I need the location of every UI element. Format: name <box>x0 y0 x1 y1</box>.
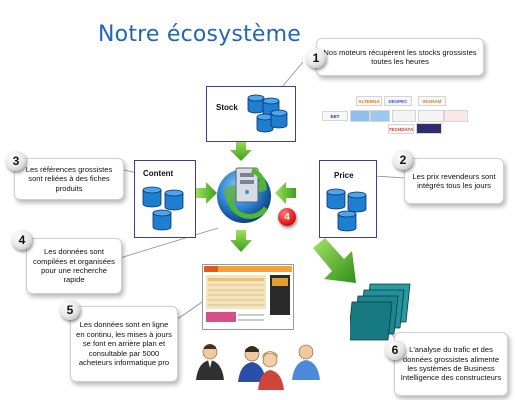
step-3-callout: Les références grossistes sont reliées à… <box>14 158 124 200</box>
logo-alterna: ALTERNA <box>356 96 382 106</box>
server-globe-icon <box>210 160 288 230</box>
database-icon <box>324 187 374 235</box>
step-1-badge: 1 <box>306 48 326 68</box>
content-box: Content <box>134 160 196 238</box>
user-icon <box>196 344 224 380</box>
logo-partner-8 <box>416 123 442 134</box>
logo-partner-2 <box>350 110 370 122</box>
step-4-badge: 4 <box>12 230 32 250</box>
step-4-callout: Les données sont compilées et organisées… <box>26 238 122 294</box>
user-icon <box>292 345 320 380</box>
logo-despec: DESPEC <box>384 96 412 106</box>
arrow-diagonal <box>313 238 356 283</box>
database-icon <box>139 185 193 235</box>
step-3-badge: 3 <box>6 151 26 171</box>
price-label: Price <box>334 171 354 180</box>
users-group-icon <box>192 340 332 396</box>
stock-box: Stock <box>206 86 296 142</box>
logo-partner-5 <box>418 110 444 122</box>
step-2-callout: Les prix revendeurs sont intégrés tous l… <box>404 158 504 204</box>
logo-partner-6 <box>444 110 468 122</box>
logo-ingram: INGRAM <box>418 96 446 106</box>
stock-label: Stock <box>216 103 238 112</box>
step-1-callout: Nos moteurs récupèrent les stocks grossi… <box>316 38 484 76</box>
price-box: Price <box>319 160 377 238</box>
step-6-badge: 6 <box>385 340 405 360</box>
database-icon <box>245 93 291 137</box>
content-label: Content <box>143 169 173 178</box>
logo-partner-4 <box>392 110 416 122</box>
logo-techdata: TECHDATA <box>388 124 414 134</box>
hub-step-badge: 4 <box>278 208 296 226</box>
logo-eet: EET <box>322 111 348 121</box>
website-screenshot <box>202 264 294 330</box>
step-6-callout: L'analyse du trafic et des données gross… <box>394 332 508 396</box>
pointer-line-5 <box>176 300 205 320</box>
step-5-badge: 5 <box>60 300 80 320</box>
step-5-callout: Les données sont en ligne en continu, le… <box>70 306 178 382</box>
logo-partner-3 <box>370 110 390 122</box>
step-2-badge: 2 <box>393 150 413 170</box>
pointer-line-2 <box>374 176 405 178</box>
arrow-down-bottom <box>230 230 252 252</box>
arrow-down-top <box>230 140 252 161</box>
